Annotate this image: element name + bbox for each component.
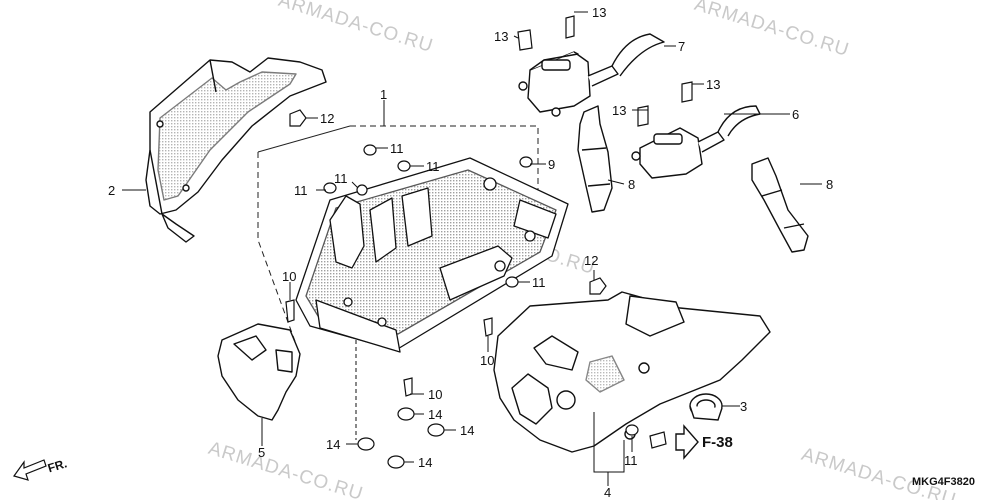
- callout-11-left: 11: [294, 183, 308, 198]
- leader-lines: [122, 11, 822, 486]
- diagram-code: MKG4F3820: [912, 476, 975, 488]
- callout-10-middle: 10: [480, 353, 495, 368]
- callout-10-left: 10: [282, 269, 297, 284]
- callout-8-right: 8: [826, 177, 834, 192]
- front-direction-arrow: [13, 459, 47, 481]
- reference-arrow: [675, 424, 699, 460]
- callout-12-left: 12: [320, 111, 335, 126]
- callout-11-inner: 11: [334, 171, 348, 186]
- callout-11-top: 11: [390, 141, 404, 156]
- callout-4: 4: [604, 485, 612, 500]
- callout-14-bottom: 14: [418, 455, 433, 470]
- callout-1: 1: [380, 87, 388, 102]
- part-4-large-cover: [493, 291, 771, 453]
- part-2-bracket-cover: [145, 57, 327, 243]
- callout-14-right: 14: [460, 423, 475, 438]
- part-1-under-tray: [295, 157, 569, 353]
- part-3-grommet: [689, 393, 723, 421]
- callout-2: 2: [108, 183, 116, 198]
- callout-5: 5: [258, 445, 266, 460]
- callout-7: 7: [678, 39, 686, 54]
- callout-13-top: 13: [592, 5, 607, 20]
- part-6-ignition-coil: [631, 105, 761, 179]
- callout-13-left: 13: [494, 29, 509, 44]
- callout-13-right: 13: [706, 77, 721, 92]
- callout-11-right: 11: [532, 275, 546, 290]
- callout-10-bottom: 10: [428, 387, 443, 402]
- callout-8-left: 8: [628, 177, 636, 192]
- callout-12-right: 12: [584, 253, 599, 268]
- callout-11-bottom: 11: [624, 453, 638, 468]
- callout-9: 9: [548, 157, 556, 172]
- part-5-small-cover: [217, 323, 301, 421]
- callout-3: 3: [740, 399, 748, 414]
- callout-14-upper: 14: [428, 407, 443, 422]
- reference-label: F-38: [702, 434, 733, 451]
- part-8-spark-plug-cap: [577, 105, 809, 253]
- callout-11-upper: 11: [426, 159, 440, 174]
- callout-13-middle: 13: [612, 103, 627, 118]
- callout-14-left: 14: [326, 437, 341, 452]
- part-7-ignition-coil: [518, 33, 665, 117]
- callout-6: 6: [792, 107, 800, 122]
